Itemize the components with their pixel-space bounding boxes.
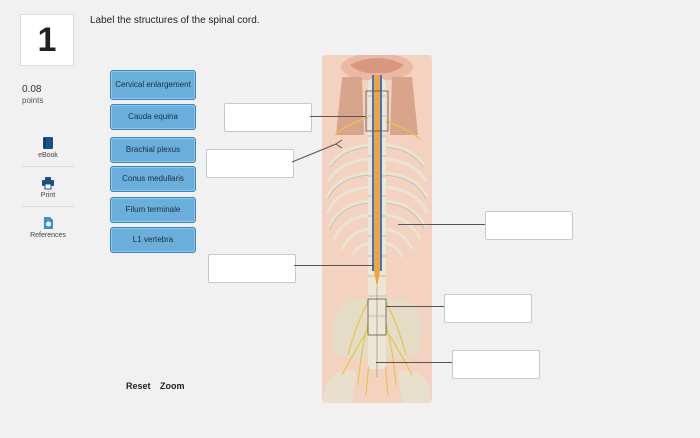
references-label: References — [30, 232, 66, 239]
leader-line — [294, 265, 374, 266]
label-conus-medullaris[interactable]: Conus medullaris — [110, 166, 196, 192]
references-icon — [41, 216, 55, 230]
divider — [22, 206, 74, 207]
leader-line — [310, 116, 366, 117]
label-brachial-plexus[interactable]: Brachial plexus — [110, 137, 196, 163]
drop-target-6[interactable] — [452, 350, 540, 379]
reset-button[interactable]: Reset — [126, 381, 151, 391]
ebook-label: eBook — [38, 152, 58, 159]
book-icon — [41, 136, 55, 150]
zoom-button[interactable]: Zoom — [160, 381, 185, 391]
label-l1-vertebra[interactable]: L1 vertebra — [110, 227, 196, 253]
leader-line — [376, 362, 452, 363]
printer-icon — [41, 176, 55, 190]
points-value: 0.08 — [22, 84, 42, 95]
drop-target-5[interactable] — [444, 294, 532, 323]
drop-target-1[interactable] — [224, 103, 312, 132]
spinal-cord-figure — [322, 55, 432, 403]
points-label: points — [22, 96, 44, 105]
label-cervical-enlargement[interactable]: Cervical enlargement — [110, 70, 196, 100]
question-prompt: Label the structures of the spinal cord. — [90, 15, 260, 26]
drop-target-3[interactable] — [485, 211, 573, 240]
ebook-tool[interactable]: eBook — [22, 136, 74, 159]
leader-line — [386, 306, 444, 307]
label-cauda-equina[interactable]: Cauda equina — [110, 104, 196, 130]
print-tool[interactable]: Print — [22, 176, 74, 199]
drop-target-4[interactable] — [208, 254, 296, 283]
divider — [22, 166, 74, 167]
drop-target-2[interactable] — [206, 149, 294, 178]
leader-line — [291, 139, 343, 163]
leader-line — [398, 224, 485, 225]
label-filum-terminale[interactable]: Filum terminale — [110, 197, 196, 223]
references-tool[interactable]: References — [22, 216, 74, 239]
print-label: Print — [40, 192, 56, 199]
question-number: 1 — [20, 14, 74, 66]
